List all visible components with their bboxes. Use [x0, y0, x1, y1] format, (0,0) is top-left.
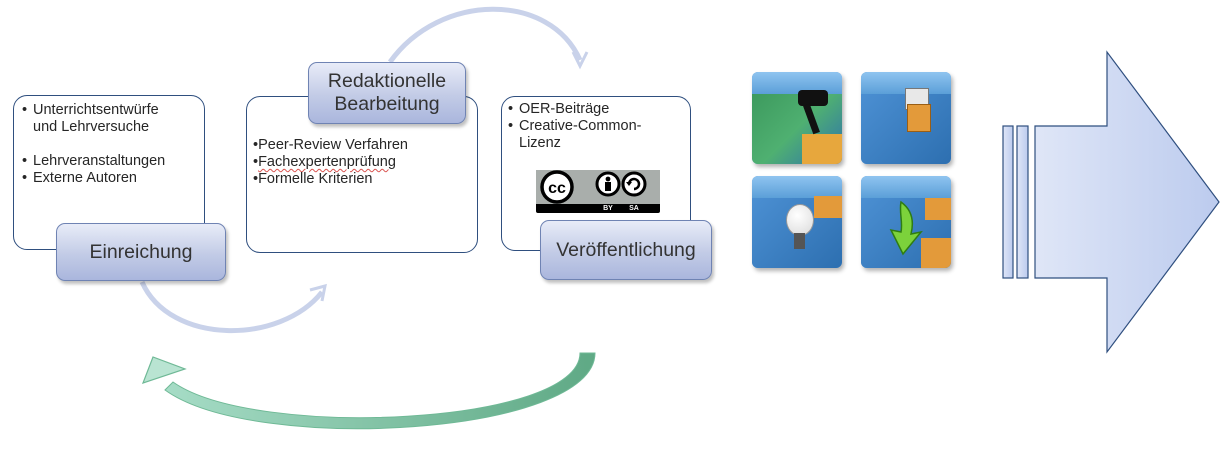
editing-item-3: Formelle Kriterien	[253, 171, 471, 188]
submission-item-3: Externe Autoren	[22, 170, 196, 187]
submission-item-2: Lehrveranstaltungen	[22, 153, 196, 170]
editing-item-1: Peer-Review Verfahren	[253, 137, 471, 154]
editing-label[interactable]: Redaktionelle Bearbeitung	[308, 62, 466, 124]
feedback-arrow	[141, 352, 596, 430]
cube-folder-icon	[861, 72, 951, 164]
top-connector-arc	[387, 6, 589, 70]
sa-text: SA	[629, 205, 639, 212]
publication-item-1: OER-Beiträge	[508, 101, 684, 118]
big-forward-arrow	[1002, 50, 1220, 354]
cc-by-sa-badge: cc BY SA	[536, 170, 660, 213]
bottom-connector-arc	[139, 280, 327, 333]
cube-upload-icon	[752, 72, 842, 164]
editing-label-line1: Redaktionelle	[327, 70, 447, 92]
submission-label[interactable]: Einreichung	[56, 223, 226, 281]
cube-lightbulb-icon	[752, 176, 842, 268]
cc-text: cc	[548, 180, 566, 197]
editing-label-line2: Bearbeitung	[334, 93, 440, 115]
publication-item-2: Creative-Common-Lizenz	[508, 118, 684, 152]
cube-download-icon	[861, 176, 951, 268]
editing-item-2: Fachexpertenprüfung	[253, 154, 471, 171]
publication-label[interactable]: Veröffentlichung	[540, 220, 712, 280]
by-text: BY	[603, 205, 613, 212]
